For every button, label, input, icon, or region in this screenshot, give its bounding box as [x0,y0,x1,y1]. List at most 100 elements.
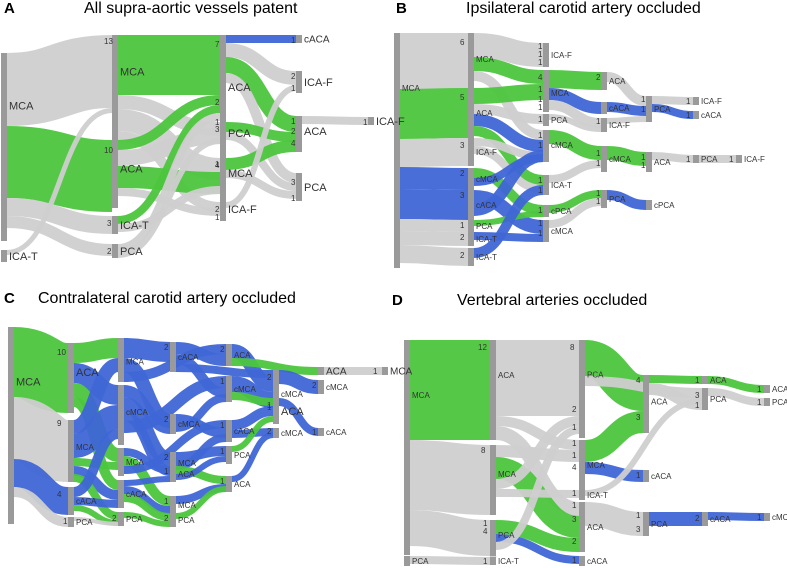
node-bar [643,375,649,433]
flow-link [495,426,580,550]
node-bar [646,200,652,210]
node-label: PCA [476,222,493,231]
node-count: 1 [596,197,601,206]
flow-link [123,494,171,521]
node-count: 10 [104,146,113,155]
node-label: PCA [76,518,93,527]
node-label: ACA [281,406,304,418]
node-bar [702,376,708,384]
node-label: ACA [654,158,671,167]
node-label: PCA [126,515,143,524]
node-bar [490,557,496,565]
flow-link [225,85,297,208]
flow-link [473,57,544,84]
node-count: 1 [483,557,488,566]
flow-link [231,392,274,406]
node-count: 1 [538,219,543,228]
node-label: cMCA [476,175,498,184]
node-count: 1 [757,513,762,522]
node-bar [226,476,232,492]
node-count: 2 [267,427,272,436]
flow-link [584,462,644,482]
node-label: ACA [120,163,143,175]
node-bar [118,448,124,476]
flow-link [72,405,120,458]
node-count: 2 [164,453,169,462]
node-bar [543,220,549,242]
flow-link [231,358,319,375]
flow-link [399,138,469,167]
node-label: PCA [120,246,143,258]
node-count: 2 [291,127,296,136]
node-bar [170,342,176,372]
node-label: PCA [228,128,251,140]
node-bar [543,175,549,195]
node-count: 1 [596,189,601,198]
node-count: 1 [572,423,577,432]
flow-link [175,394,227,432]
panel-d-letter: D [392,292,403,309]
node-bar [220,202,226,216]
node-bar [543,205,549,217]
node-count: 1 [291,117,296,126]
node-count: 1 [291,36,296,45]
node-count: 2 [220,345,225,354]
node-count: 1 [641,95,646,104]
node-label: MCA [126,358,144,367]
node-label: MCA [16,376,41,388]
flow-link [6,216,113,256]
node-label: ICA-F [744,155,765,164]
flow-link [399,167,469,190]
node-label: PCA [710,395,727,404]
flow-link [6,126,113,212]
node-label: ACA [498,371,515,380]
node-count: 3 [572,515,577,524]
node-count: 6 [460,38,465,47]
node-label: ICA-F [376,116,405,128]
node-count: 3 [636,525,641,534]
node-label: PCA [551,116,568,125]
node-bar [543,130,549,162]
flow-link [123,448,171,474]
node-count: 3 [107,219,112,228]
node-count: 1 [312,428,317,437]
flow-link [175,434,227,470]
node-bar [118,338,124,382]
node-bar [368,117,374,125]
node-label: MCA [9,100,34,112]
node-bar [112,140,118,208]
node-bar [543,114,549,126]
node-count: 1 [641,153,646,162]
node-label: MCA [178,459,196,468]
flow-link [399,231,469,246]
node-bar [601,118,607,132]
node-bar [468,33,474,89]
flow-link [707,512,765,521]
node-count: 3 [291,178,296,187]
flow-link [73,517,119,526]
node-bar [220,122,226,144]
node-label: cMCA [178,420,200,429]
node-bar [646,152,652,172]
flow-link [224,57,298,132]
node-bar [68,517,74,527]
node-bar [296,35,302,43]
node-count: 1 [63,517,68,526]
flow-link [409,556,491,565]
flow-link [548,190,602,213]
node-label: MCA [476,55,494,64]
node-bar [579,556,585,566]
node-bar [226,376,232,402]
node-label: ACA [651,397,668,406]
node-bar [643,470,649,482]
flow-link [473,71,544,140]
flow-link [175,466,227,484]
flow-link [473,126,544,185]
node-bar [118,512,124,526]
node-count: 4 [636,376,641,385]
node-bar [404,556,410,566]
node-count: 1 [641,105,646,114]
node-label: PCA [234,451,251,460]
node-count: 1 [538,50,543,59]
flow-link [230,344,275,392]
